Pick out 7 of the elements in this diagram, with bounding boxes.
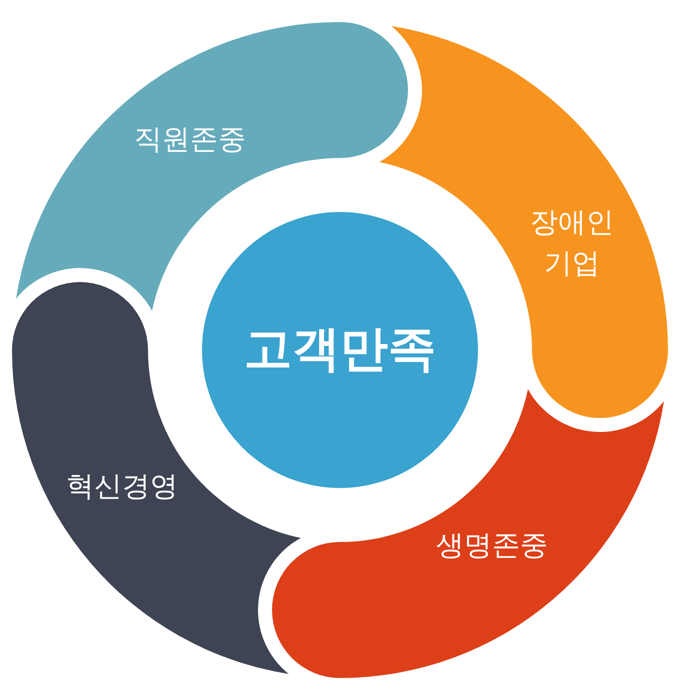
segment-label: 생명존중 (436, 528, 548, 564)
center-label: 고객만족 (244, 320, 436, 380)
ring-segment (16, 22, 408, 311)
segment-label: 혁신경영 (66, 468, 178, 505)
segment-label: 장애인 기업 (529, 204, 615, 281)
ring-segment (272, 389, 664, 678)
segment-label: 직원존중 (134, 122, 246, 158)
